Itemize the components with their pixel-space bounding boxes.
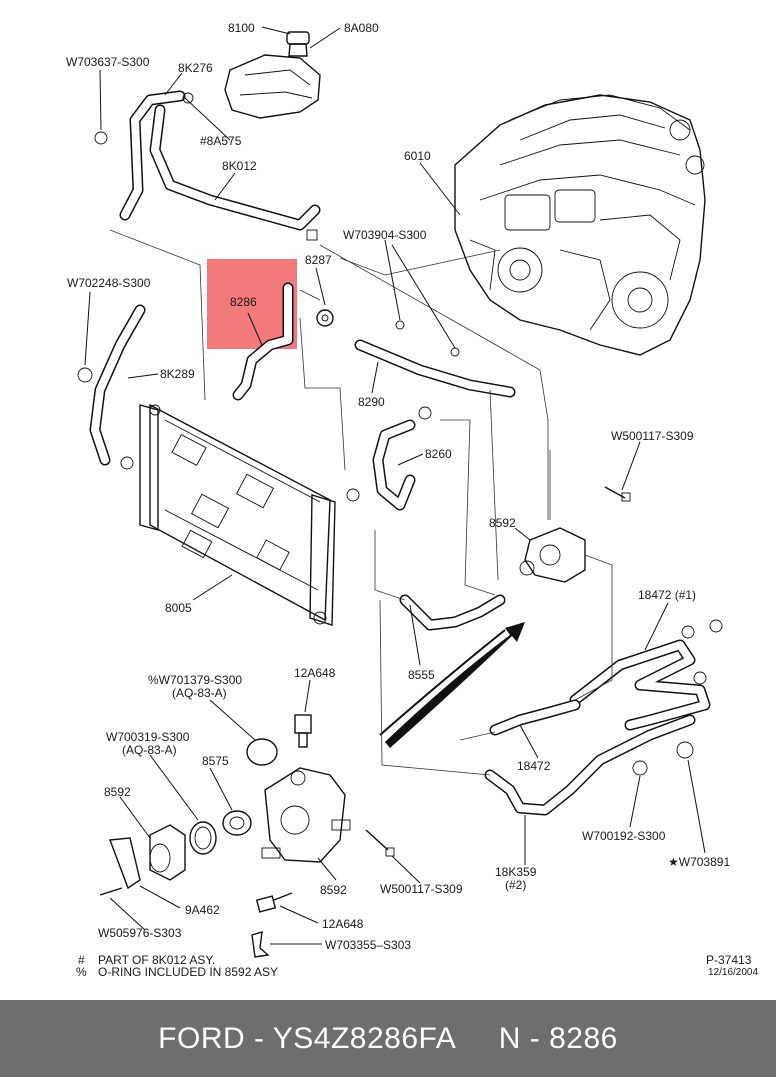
label-18K359-note: (#2) bbox=[505, 878, 526, 892]
label-8287: 8287 bbox=[305, 253, 332, 267]
flow-arrow bbox=[379, 622, 525, 748]
label-W500117-S309-upper: W500117-S309 bbox=[611, 429, 694, 443]
clamp-W703637 bbox=[94, 131, 108, 145]
thermostat-housing-8592-lower bbox=[261, 767, 351, 863]
label-18472: 18472 bbox=[517, 759, 551, 773]
hose-8260 bbox=[372, 419, 416, 511]
label-8A575: #8A575 bbox=[200, 134, 242, 148]
note-1-text: PART OF 8K012 ASY. bbox=[98, 953, 215, 967]
hose-8555 bbox=[399, 594, 506, 631]
label-AQ-83-A-1: (AQ-83-A) bbox=[172, 686, 227, 700]
thermostat-8575 bbox=[222, 810, 252, 836]
label-W703904-S300: W703904-S300 bbox=[343, 228, 427, 242]
engine-6010 bbox=[454, 94, 706, 356]
label-8286: 8286 bbox=[230, 295, 257, 309]
figure-id: P-37413 bbox=[706, 953, 752, 967]
label-8592-lower: 8592 bbox=[320, 883, 347, 897]
note-2-text: O-RING INCLUDED IN 8592 ASY bbox=[98, 965, 278, 979]
clamp-8287 bbox=[316, 309, 334, 327]
label-8592-outlet: 8592 bbox=[104, 785, 131, 799]
clamp-W702248 bbox=[77, 367, 93, 383]
label-8555: 8555 bbox=[408, 668, 435, 682]
o-ring-W701379 bbox=[246, 738, 278, 766]
bolt-W500117-upper bbox=[604, 486, 631, 502]
label-W505976-S303: W505976-S303 bbox=[98, 926, 182, 940]
outlet-housing-8592 bbox=[149, 824, 186, 881]
bolt-W500117-lower bbox=[365, 829, 395, 857]
sensor-12A648-upper bbox=[294, 714, 312, 748]
clamp-18472-a bbox=[681, 625, 695, 639]
figure-date: 12/16/2004 bbox=[708, 967, 758, 978]
label-6010: 6010 bbox=[404, 149, 431, 163]
heater-hose-18472 bbox=[489, 699, 581, 736]
footer-part-number: FORD - YS4Z8286FA N - 8286 bbox=[158, 1021, 618, 1055]
label-W703891: ★W703891 bbox=[668, 855, 730, 869]
heater-tube-18472-1 bbox=[569, 639, 711, 731]
clamp-W700192 bbox=[632, 760, 648, 776]
label-W703355-S303: W703355–S303 bbox=[325, 938, 411, 952]
hose-8K276 bbox=[119, 90, 186, 221]
label-W701379-S300: %W701379-S300 bbox=[148, 673, 242, 687]
highlight-8286 bbox=[207, 259, 297, 349]
clamp-18472-b bbox=[709, 619, 723, 633]
clamp-18472-c bbox=[693, 671, 707, 685]
radiator-8005 bbox=[139, 403, 336, 626]
label-8575: 8575 bbox=[202, 754, 229, 768]
label-8260: 8260 bbox=[425, 447, 452, 461]
clip-W703355 bbox=[251, 931, 270, 958]
clamp-8260-lower bbox=[346, 488, 360, 502]
exploded-parts-diagram: 8100 8A080 W703637-S300 8K276 #8A575 8K0… bbox=[66, 21, 758, 979]
label-AQ-83-A-2: (AQ-83-A) bbox=[122, 743, 177, 757]
label-8005: 8005 bbox=[165, 601, 192, 615]
note-2-symbol: % bbox=[76, 965, 87, 979]
bolt-W703904-a bbox=[395, 320, 405, 330]
label-8A080: 8A080 bbox=[344, 21, 379, 35]
label-W703637-S300: W703637-S300 bbox=[66, 55, 150, 69]
heater-hose-18K359 bbox=[484, 714, 696, 816]
label-18472-1: 18472 (#1) bbox=[638, 588, 696, 602]
label-8K012: 8K012 bbox=[222, 159, 257, 173]
bolt-W703904-b bbox=[450, 347, 460, 357]
thermostat-housing-8592-upper bbox=[519, 527, 586, 583]
label-12A648-upper: 12A648 bbox=[294, 666, 336, 680]
label-8592-upper: 8592 bbox=[489, 516, 516, 530]
label-12A648-lower: 12A648 bbox=[322, 917, 364, 931]
sensor-12A648-lower bbox=[255, 892, 293, 913]
hose-8286 bbox=[232, 282, 294, 401]
label-W500117-S309-lower: W500117-S309 bbox=[380, 882, 463, 896]
clamp-lower-left bbox=[120, 456, 134, 470]
label-8K289: 8K289 bbox=[160, 367, 195, 381]
label-W700192-S300: W700192-S300 bbox=[582, 829, 666, 843]
tube-8290 bbox=[354, 339, 516, 398]
hose-8K012 bbox=[149, 104, 321, 231]
bolt-W505976 bbox=[99, 887, 123, 896]
label-W702248-S300: W702248-S300 bbox=[67, 276, 151, 290]
label-9A462: 9A462 bbox=[185, 903, 220, 917]
degas-bottle-8A080 bbox=[224, 31, 321, 119]
label-8K276: 8K276 bbox=[178, 61, 213, 75]
label-18K359: 18K359 bbox=[495, 865, 537, 879]
clamp-8K012-end bbox=[306, 229, 318, 241]
label-8100: 8100 bbox=[228, 21, 255, 35]
clamp-W703891 bbox=[676, 741, 694, 759]
gasket-W700319 bbox=[189, 821, 217, 855]
label-W700319-S300: W700319-S300 bbox=[106, 730, 190, 744]
bracket-9A462 bbox=[109, 837, 141, 890]
hose-8K289 bbox=[89, 304, 146, 466]
note-1-symbol: # bbox=[78, 953, 85, 967]
label-8290: 8290 bbox=[358, 395, 385, 409]
clamp-8K276 bbox=[182, 92, 194, 104]
part-number-footer: FORD - YS4Z8286FA N - 8286 bbox=[0, 1000, 776, 1077]
clamp-8260 bbox=[418, 406, 432, 420]
